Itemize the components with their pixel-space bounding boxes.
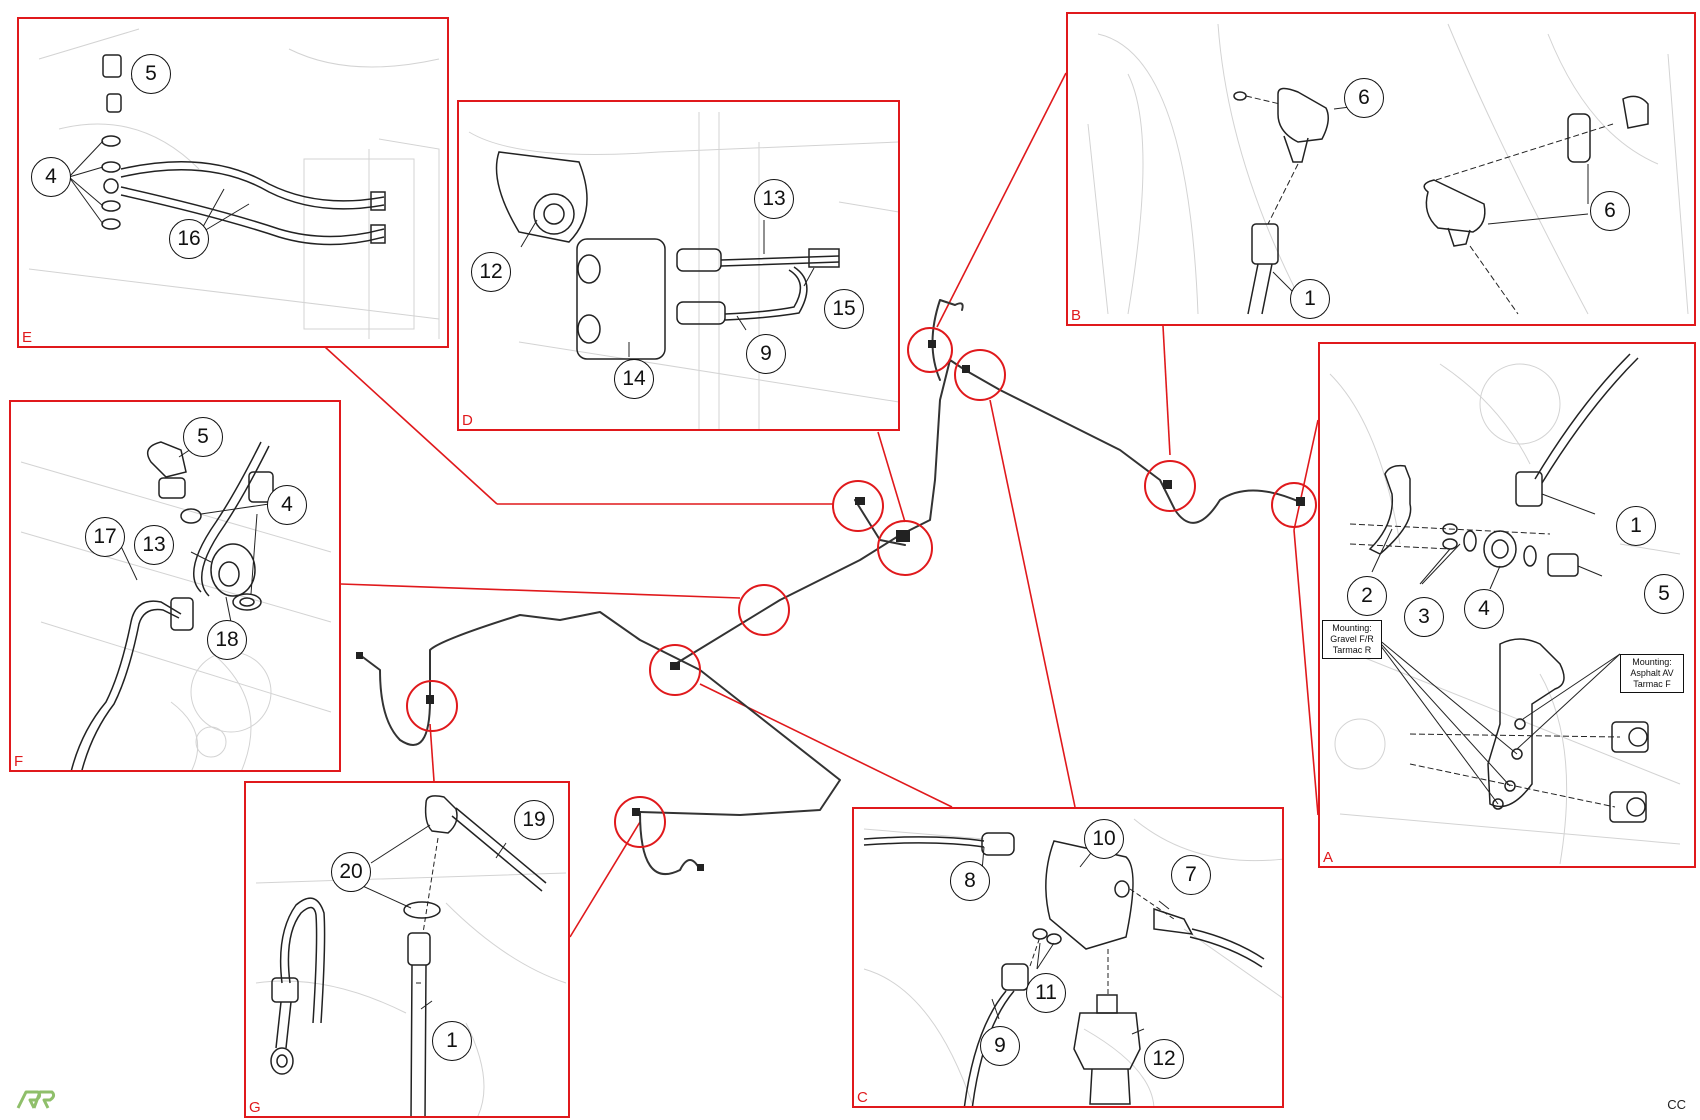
- callout-circle-B-top: [907, 327, 953, 373]
- callout-circle-front: [614, 796, 666, 848]
- balloon-d-part-15: 15: [824, 289, 864, 329]
- fitting-top: [928, 340, 936, 348]
- top-hose: [931, 299, 964, 381]
- balloon-d-part-9: 9: [746, 334, 786, 374]
- main-brake-line: [429, 611, 841, 816]
- fitting-center: [896, 530, 910, 542]
- connector-D: [877, 431, 906, 523]
- balloon-e-part-16: 16: [169, 219, 209, 259]
- connector-G2: [569, 821, 641, 938]
- balloon-d-part-12: 12: [471, 252, 511, 292]
- balloon-b-part-6-right: 6: [1590, 191, 1630, 231]
- detail-panel-f: 5 4 17 13 18 F: [9, 400, 341, 772]
- balloon-c-part-11: 11: [1026, 973, 1066, 1013]
- connector-B: [936, 72, 1067, 328]
- connector-B2: [1162, 325, 1171, 456]
- balloon-c-part-9: 9: [980, 1026, 1020, 1066]
- detail-panel-d: 13 12 15 9 14 D: [457, 100, 900, 431]
- balloon-a-part-2: 2: [1347, 576, 1387, 616]
- front-hose-left: [359, 654, 431, 746]
- fitting-tee: [962, 365, 970, 373]
- callout-circle-C-top: [954, 349, 1006, 401]
- connector-F: [340, 583, 741, 599]
- balloon-g-part-20: 20: [331, 852, 371, 892]
- panel-label-g: G: [249, 1099, 261, 1116]
- panel-e-drawing: [28, 28, 440, 339]
- balloon-a-part-3: 3: [1404, 597, 1444, 637]
- fitting-d: [855, 497, 865, 505]
- balloon-d-part-13: 13: [754, 179, 794, 219]
- balloon-b-part-1: 1: [1290, 279, 1330, 319]
- panel-c-drawing: [863, 818, 1282, 1106]
- connector-E: [324, 346, 498, 505]
- detail-panel-b: 6 6 1 B: [1066, 12, 1696, 326]
- balloon-f-part-18: 18: [207, 620, 247, 660]
- balloon-e-part-4: 4: [31, 157, 71, 197]
- balloon-f-part-13: 13: [134, 525, 174, 565]
- panel-f-drawing: [20, 441, 332, 770]
- callout-circle-G: [406, 680, 458, 732]
- panel-b-drawing: [1087, 23, 1689, 315]
- panel-g-drawing: [255, 795, 567, 1116]
- panel-a-drawing: [1329, 353, 1681, 865]
- detail-panel-e: 5 4 16 E: [17, 17, 449, 348]
- balloon-e-part-5: 5: [131, 54, 171, 94]
- corner-code: CC: [1667, 1097, 1686, 1112]
- detail-panel-c: 10 8 7 11 9 12 C: [852, 807, 1284, 1108]
- balloon-f-part-5: 5: [183, 417, 223, 457]
- panel-label-a: A: [1323, 849, 1334, 866]
- detail-panel-a: 1 2 3 4 5 Mounting: Gravel F/R Tarmac R …: [1318, 342, 1696, 868]
- balloon-a-part-1: 1: [1616, 506, 1656, 546]
- fitting-hose-end-2: [697, 864, 704, 871]
- panel-label-d: D: [462, 412, 473, 429]
- callout-circle-E: [832, 480, 884, 532]
- mounting-note-left: Mounting: Gravel F/R Tarmac R: [1322, 620, 1382, 659]
- callout-circle-A: [1271, 482, 1317, 528]
- balloon-c-part-7: 7: [1171, 855, 1211, 895]
- connector-C1: [989, 399, 1076, 808]
- fitting-c: [670, 662, 680, 670]
- panel-label-b: B: [1071, 307, 1082, 324]
- panel-label-e: E: [22, 329, 33, 346]
- panel-label-c: C: [857, 1089, 868, 1106]
- callout-circle-F: [738, 584, 790, 636]
- balloon-a-part-5: 5: [1644, 574, 1684, 614]
- balloon-g-part-19: 19: [514, 800, 554, 840]
- balloon-f-part-4: 4: [267, 485, 307, 525]
- panel-d-drawing: [468, 112, 898, 429]
- fitting-b: [1163, 480, 1172, 489]
- connector-G: [429, 723, 435, 782]
- detail-panel-g: 19 20 1 G: [244, 781, 570, 1118]
- balloon-c-part-12: 12: [1144, 1039, 1184, 1079]
- connector-C2: [699, 683, 953, 808]
- balloon-f-part-17: 17: [85, 517, 125, 557]
- fitting-a: [1296, 497, 1305, 506]
- company-logo: [16, 1090, 56, 1109]
- fitting-front: [632, 808, 640, 816]
- panel-label-f: F: [14, 753, 24, 770]
- balloon-d-part-14: 14: [614, 359, 654, 399]
- balloon-a-part-4: 4: [1464, 589, 1504, 629]
- connector-A2: [1293, 529, 1319, 816]
- callout-circle-B: [1144, 460, 1196, 512]
- fitting-g: [426, 695, 434, 704]
- front-hose-right: [639, 811, 701, 876]
- connector-A: [1293, 419, 1319, 531]
- balloon-b-part-6-left: 6: [1344, 78, 1384, 118]
- callout-circle-C: [649, 644, 701, 696]
- balloon-g-part-1: 1: [432, 1021, 472, 1061]
- balloon-c-part-10: 10: [1084, 819, 1124, 859]
- fitting-hose-end: [356, 652, 363, 659]
- mounting-note-right: Mounting: Asphalt AV Tarmac F: [1620, 654, 1684, 693]
- callout-circle-D: [877, 520, 933, 576]
- balloon-c-part-8: 8: [950, 861, 990, 901]
- rear-brake-line: [671, 359, 1301, 667]
